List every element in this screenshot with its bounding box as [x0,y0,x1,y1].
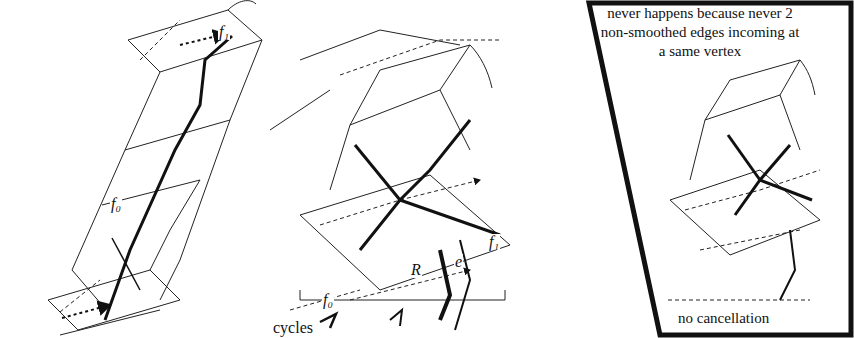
note-panel: never happens because never 2 non-smooth… [586,0,854,338]
caption-text: no cancellation [678,309,769,328]
math-label: f₀ [322,292,334,308]
note-text: never happens because never 2 non-smooth… [600,4,800,61]
math-label: R [410,262,422,278]
math-label: f₁ [218,24,230,40]
math-label: f₀ [110,196,122,212]
annotation-label: cycles [272,320,314,336]
math-label: e [454,254,463,270]
math-label: f₁ [488,234,500,250]
